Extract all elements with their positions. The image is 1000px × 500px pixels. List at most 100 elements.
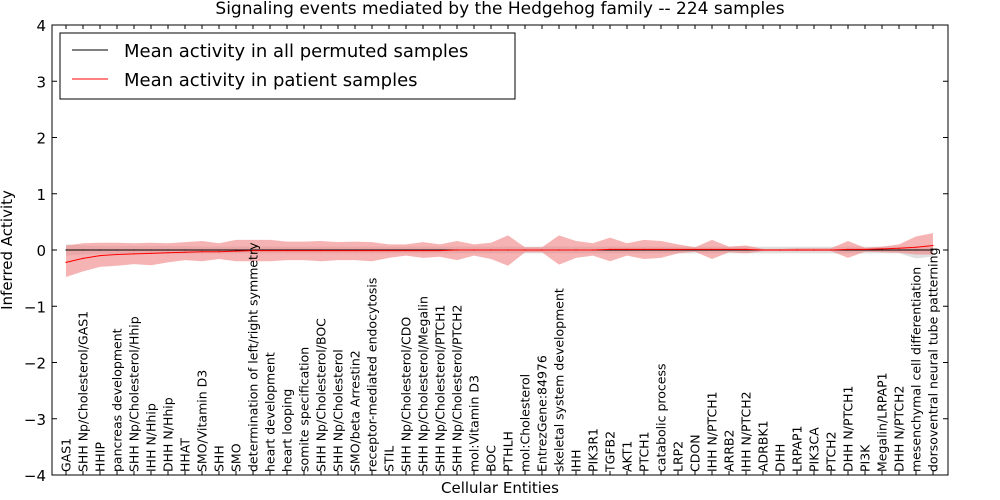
data-point [218, 251, 220, 253]
data-point [388, 250, 390, 252]
series-lines [65, 244, 934, 263]
x-tick-label: receptor-mediated endocytosis [365, 278, 380, 472]
x-tick-label: PIK3CA [807, 427, 822, 472]
data-point [507, 249, 509, 251]
data-point [728, 248, 730, 250]
data-point [133, 253, 135, 255]
x-tick-label: heart looping [280, 389, 295, 472]
x-tick-label: pancreas development [110, 328, 125, 472]
data-point [779, 249, 781, 251]
x-tick-label: SHH Np/Cholesterol/Hhip [127, 316, 142, 472]
data-point [796, 249, 798, 251]
x-tick-label: AKT1 [620, 441, 635, 472]
x-tick-label: LRPAP1 [790, 426, 805, 472]
data-point [898, 249, 900, 251]
x-tick-label: IHH N/PTCH2 [739, 391, 754, 472]
x-tick-label: somite specification [297, 347, 312, 472]
x-tick-label: mol:Cholesterol [518, 374, 533, 472]
x-tick-label: TGFB2 [603, 431, 618, 473]
data-point [303, 250, 305, 252]
data-point [609, 248, 611, 250]
data-point [558, 249, 560, 251]
data-point [235, 249, 237, 251]
data-point [65, 249, 67, 251]
x-tick-label: HHIP [93, 442, 108, 472]
x-tick-label: SHH Np/Cholesterol/PTCH2 [450, 305, 465, 473]
data-point [422, 250, 424, 252]
y-tick-label: 0 [36, 242, 46, 260]
data-point [932, 249, 934, 251]
x-tick-label: PTCH1 [637, 431, 652, 472]
data-point [745, 248, 747, 250]
data-point [133, 249, 135, 251]
data-point [286, 250, 288, 252]
data-point [626, 248, 628, 250]
x-tick-label: skeletal system development [552, 288, 567, 472]
x-tick-label: IHH N/Hhip [144, 403, 159, 472]
data-point [116, 253, 118, 256]
data-point [473, 249, 475, 251]
legend-label-patient: Mean activity in patient samples [124, 70, 418, 91]
data-point [235, 250, 237, 252]
x-tick-label: SHH Np/Cholesterol/PTCH1 [433, 305, 448, 473]
x-tick-label: PIK3R1 [586, 428, 601, 472]
x-tick-label: determination of left/right symmetry [246, 242, 261, 472]
band-patient [66, 233, 933, 277]
data-point [881, 248, 883, 250]
x-tick-label: Megalin/LRPAP1 [875, 372, 890, 472]
data-point [116, 249, 118, 251]
data-point [915, 249, 917, 251]
y-tick-label: 2 [36, 130, 46, 148]
data-point [320, 250, 322, 252]
x-tick-label: IHH N/PTCH1 [705, 391, 720, 472]
data-point [150, 249, 152, 251]
data-point [592, 249, 594, 251]
data-point [99, 249, 101, 251]
data-point [643, 248, 645, 250]
data-point [371, 250, 373, 252]
x-tick-label: CDON [688, 434, 703, 472]
x-tick-label: SMO [229, 443, 244, 472]
data-point [932, 244, 934, 247]
data-point [354, 250, 356, 252]
x-tick-label: SMO/beta Arrestin2 [348, 350, 363, 472]
y-axis-label: Inferred Activity [0, 190, 16, 310]
x-tick-label: dorsoventral neural tube patterning [926, 248, 941, 473]
x-tick-label: IHH [569, 450, 584, 473]
data-point [337, 250, 339, 252]
chart-title: Signaling events mediated by the Hedgeho… [215, 0, 784, 19]
data-point [677, 248, 679, 250]
data-point [184, 249, 186, 251]
data-point [252, 250, 254, 252]
data-point [541, 249, 543, 251]
x-tick-label: HHAT [178, 438, 193, 472]
x-tick-label: SHH Np/Cholesterol/BOC [314, 318, 329, 472]
x-tick-label: SHH Np/Cholesterol/GAS1 [76, 311, 91, 472]
y-tick-label: −2 [24, 355, 46, 373]
y-tick-label: −1 [24, 298, 46, 316]
data-point [881, 249, 883, 251]
x-tick-label: DHH N/PTCH1 [841, 386, 856, 472]
data-point [167, 252, 169, 254]
series-line-patient [65, 245, 934, 263]
data-point [439, 250, 441, 252]
y-tick-label: 3 [36, 73, 46, 91]
data-point [201, 249, 203, 251]
x-axis-label: Cellular Entities [441, 479, 559, 497]
x-tick-label: SMO/Vitamin D3 [195, 370, 210, 472]
x-tick-label: DHH N/PTCH2 [892, 386, 907, 472]
x-tick-label: SHH Np/Cholesterol/CDO [399, 317, 414, 472]
y-tick-label: −4 [24, 467, 46, 485]
data-point [711, 248, 713, 250]
data-point [694, 248, 696, 250]
x-tick-label: PTCH2 [824, 431, 839, 472]
x-tick-label: mesenchymal cell differentiation [909, 267, 924, 472]
x-tick-label: PTHLH [501, 431, 516, 472]
data-point [575, 249, 577, 251]
data-point [813, 249, 815, 251]
data-point [184, 251, 186, 253]
data-point [830, 249, 832, 251]
data-point [65, 261, 67, 263]
